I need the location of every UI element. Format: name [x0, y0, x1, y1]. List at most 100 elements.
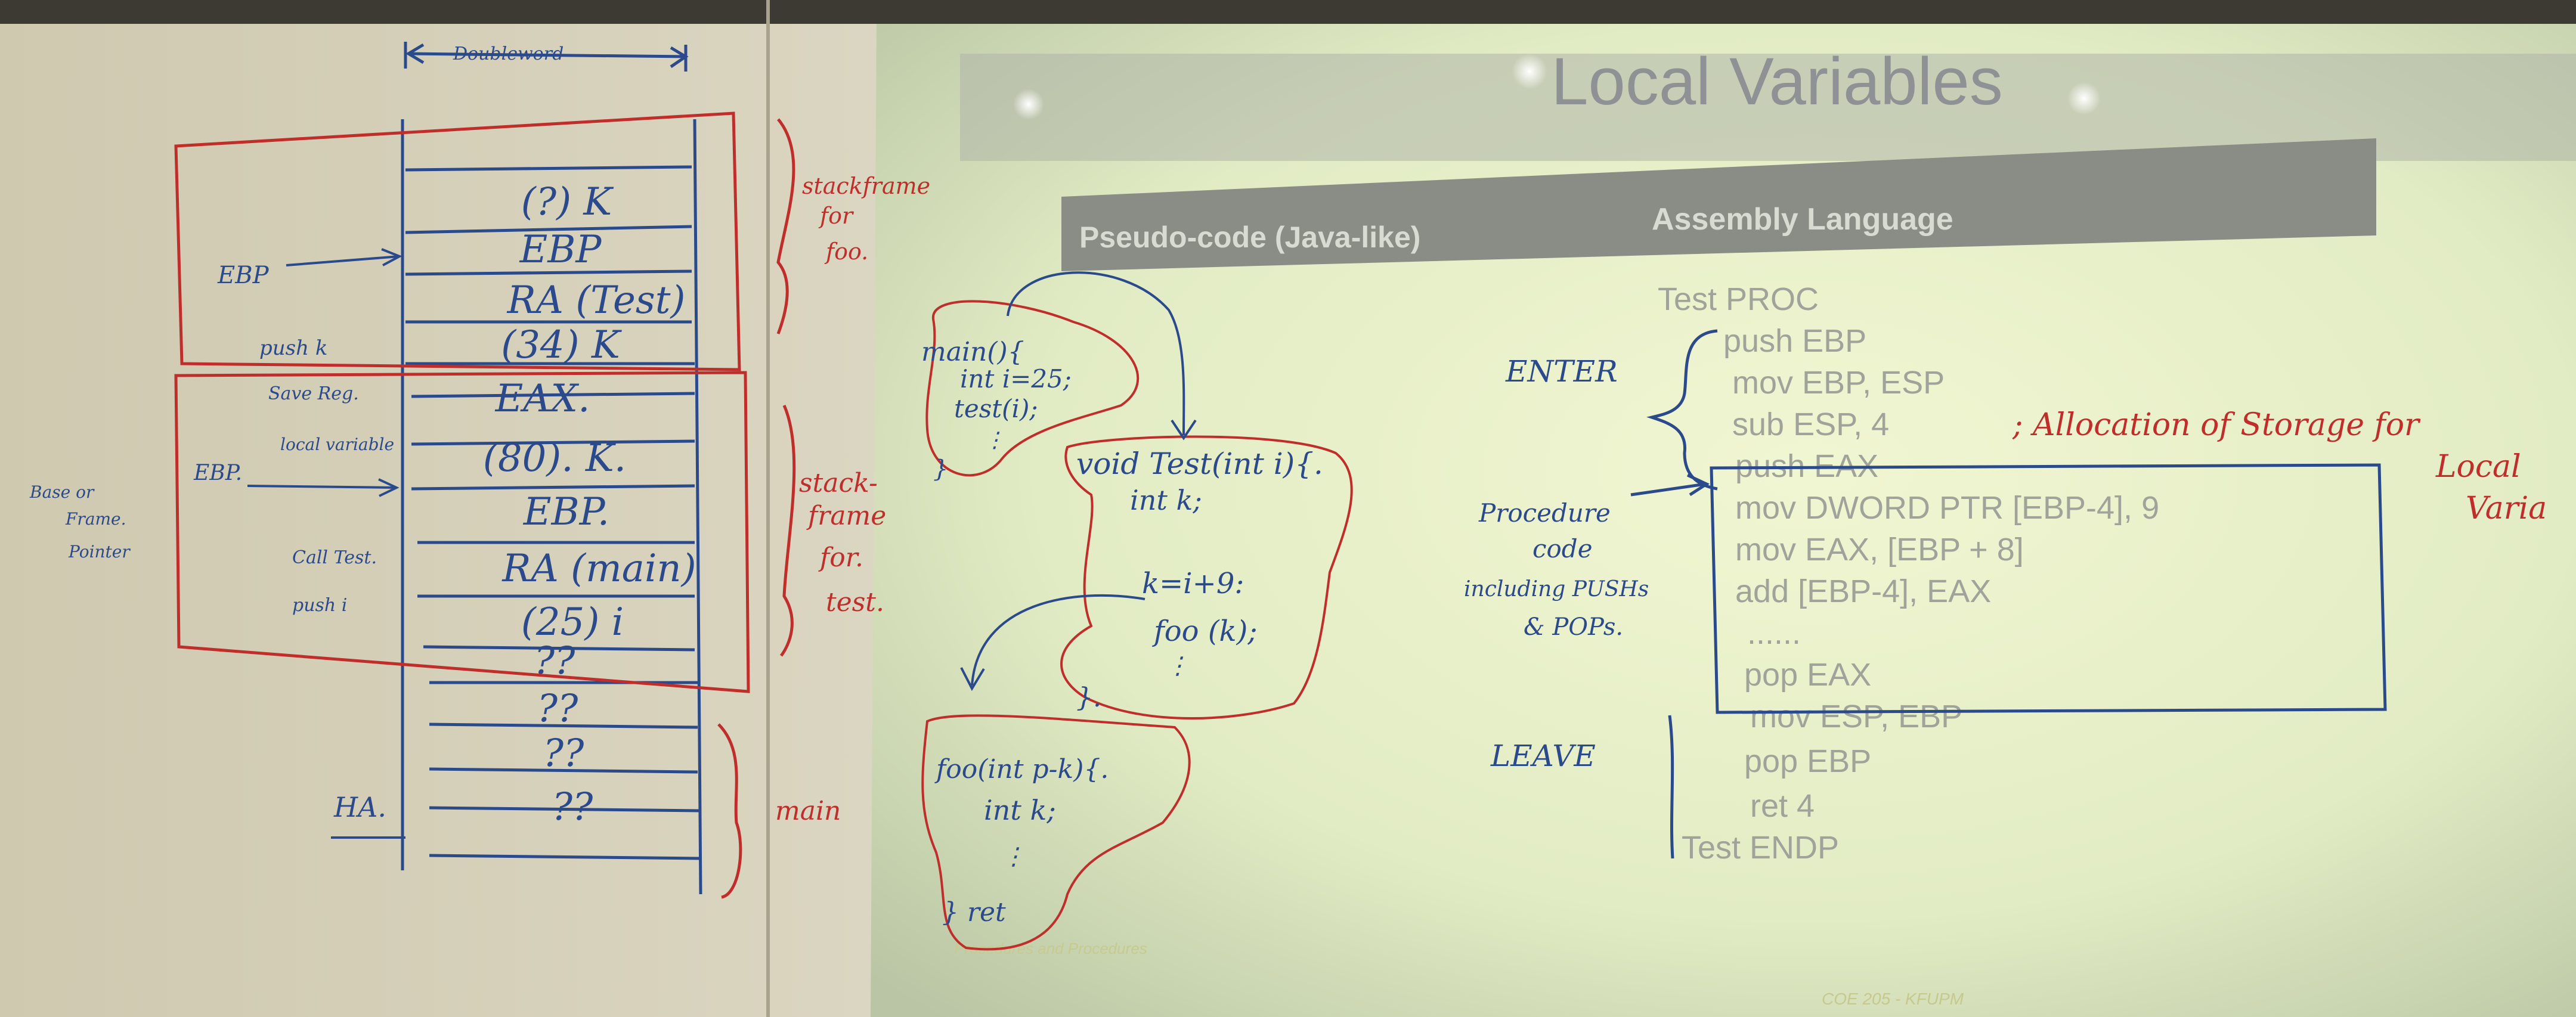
allocation-note: ; Allocation of Storage for Local Varia	[2012, 407, 2547, 526]
foo-bubble	[921, 714, 1191, 951]
code-foo-line: } ret	[942, 897, 1006, 928]
label-arrows	[247, 248, 405, 839]
code-test-line: ⋮	[1166, 652, 1190, 680]
asm-line: push EBP	[1723, 323, 1866, 359]
code-main-line: test(i);	[954, 394, 1038, 423]
allocation-line: ; Allocation of Storage for	[2012, 407, 2421, 443]
brace-labels: stackframe for foo. stack- frame for. te…	[775, 173, 930, 826]
procedure-label: including PUSHs	[1464, 577, 1649, 601]
main-frame-label: main	[775, 796, 841, 826]
procedure-code-box	[1710, 463, 2387, 714]
stack-cell: RA (main)	[501, 547, 696, 591]
label-save-reg: Save Reg.	[268, 383, 359, 404]
slide-col-left: Pseudo-code (Java-like)	[1079, 221, 1420, 254]
code-bubbles	[921, 300, 1353, 951]
call-arrows	[960, 271, 1197, 692]
label-ebp2: EBP.	[193, 461, 242, 485]
stack-cell: ??	[552, 785, 593, 829]
slide-asm-code: Test PROC push EBP mov EBP, ESP sub ESP,…	[1658, 281, 2159, 866]
label-call-test: Call Test.	[292, 547, 377, 568]
stack-cell: EAX.	[495, 377, 590, 421]
main-brace	[717, 723, 742, 899]
slide-col-right: Assembly Language	[1652, 202, 1953, 237]
stack-diagram	[401, 42, 702, 895]
code-test-line: k=i+9:	[1142, 567, 1244, 600]
annotation-marks	[1630, 329, 2387, 859]
code-main-line: }	[933, 455, 948, 483]
stack-cell: (34) K	[501, 323, 622, 367]
test-frame-label: for.	[818, 542, 863, 573]
main-bubble	[925, 300, 1140, 477]
asm-line: Test PROC	[1658, 281, 1819, 317]
foo-brace	[776, 118, 795, 334]
stack-cell: EBP.	[523, 490, 609, 534]
label-pointer: Pointer	[68, 542, 131, 562]
label-push-k: push k	[259, 336, 327, 360]
label-push-i: push i	[292, 595, 347, 616]
stack-cell: EBP	[519, 228, 602, 272]
asm-line: sub ESP, 4	[1732, 407, 1889, 442]
asm-line: mov DWORD PTR [EBP-4], 9	[1735, 490, 2159, 526]
allocation-line: Varia	[2466, 491, 2547, 526]
test-frame-label: stack-	[799, 468, 878, 498]
stack-cell: (80). K.	[483, 436, 626, 480]
test-frame-label: test.	[826, 587, 884, 618]
label-frame: Frame.	[65, 509, 126, 529]
stack-cell: RA (Test)	[507, 278, 686, 323]
asm-line: ......	[1747, 615, 1801, 651]
stack-cell: (25) i	[521, 600, 624, 644]
code-test-line: void Test(int i){.	[1076, 447, 1323, 481]
code-foo-line: int k;	[984, 794, 1056, 826]
light-glare	[2067, 82, 2101, 115]
asm-line: mov EBP, ESP	[1732, 365, 1945, 401]
asm-line: Test ENDP	[1682, 830, 1839, 866]
procedure-label: Procedure	[1478, 498, 1611, 528]
asm-line: mov ESP, EBP	[1750, 699, 1962, 734]
test-frame-label: frame	[806, 501, 886, 531]
procedure-label: & POPs.	[1524, 613, 1623, 641]
label-ebp: EBP	[217, 262, 270, 289]
label-ha: HA.	[333, 791, 386, 823]
stack-cell: ??	[543, 731, 584, 776]
board-top-edge	[0, 0, 2576, 24]
allocation-line: Local	[2435, 449, 2521, 485]
leave-label: LEAVE	[1490, 739, 1596, 773]
code-foo-line: ⋮	[1002, 843, 1026, 870]
test-bubble	[1060, 435, 1353, 720]
code-test-line: }.	[1076, 683, 1101, 713]
slide-annotations: ENTER Procedure code including PUSHs & P…	[1464, 354, 1649, 773]
test-frame-box	[174, 371, 750, 693]
asm-line: mov EAX, [EBP + 8]	[1735, 532, 2024, 568]
foo-frame-label: for	[818, 203, 854, 229]
stack-cell: (?) K	[521, 180, 614, 224]
label-local-variable: local variable	[280, 435, 394, 454]
code-foo-line: foo(int p-k){.	[934, 754, 1109, 785]
asm-line: pop EAX	[1744, 657, 1871, 693]
slide-column-header	[1061, 138, 2376, 271]
asm-line: pop EBP	[1744, 743, 1871, 779]
projection-area	[871, 24, 2576, 1017]
frame-boxes	[174, 111, 796, 899]
code-test-line: foo (k);	[1152, 615, 1258, 648]
foo-frame-label: foo.	[824, 238, 868, 265]
asm-line: add [EBP-4], EAX	[1735, 573, 1991, 609]
stack-left-labels: EBP push k Save Reg. EBP. local variable…	[29, 262, 394, 823]
code-main-line: ⋮	[984, 428, 1005, 452]
light-glare	[1512, 54, 1547, 89]
light-glare	[1013, 89, 1044, 120]
stack-right-edge	[693, 119, 702, 895]
procedure-label: code	[1532, 534, 1593, 563]
code-main-line: main(){	[921, 337, 1024, 367]
code-text: main(){ int i=25; test(i); ⋮ } void Test…	[921, 337, 1323, 928]
foo-frame-box	[174, 111, 741, 371]
stack-cells: (?) K EBP RA (Test) (34) K EAX. (80). K.…	[483, 180, 696, 829]
doubleword-label: Doubleword	[453, 44, 564, 64]
slide-title: Local Variables	[1551, 44, 2002, 119]
foo-frame-label: stackframe	[802, 173, 930, 199]
stack-cell: ??	[537, 687, 578, 731]
code-main-line: int i=25;	[960, 364, 1072, 393]
enter-label: ENTER	[1505, 354, 1618, 389]
code-test-line: int k;	[1130, 484, 1202, 516]
asm-line: ret 4	[1750, 788, 1815, 824]
